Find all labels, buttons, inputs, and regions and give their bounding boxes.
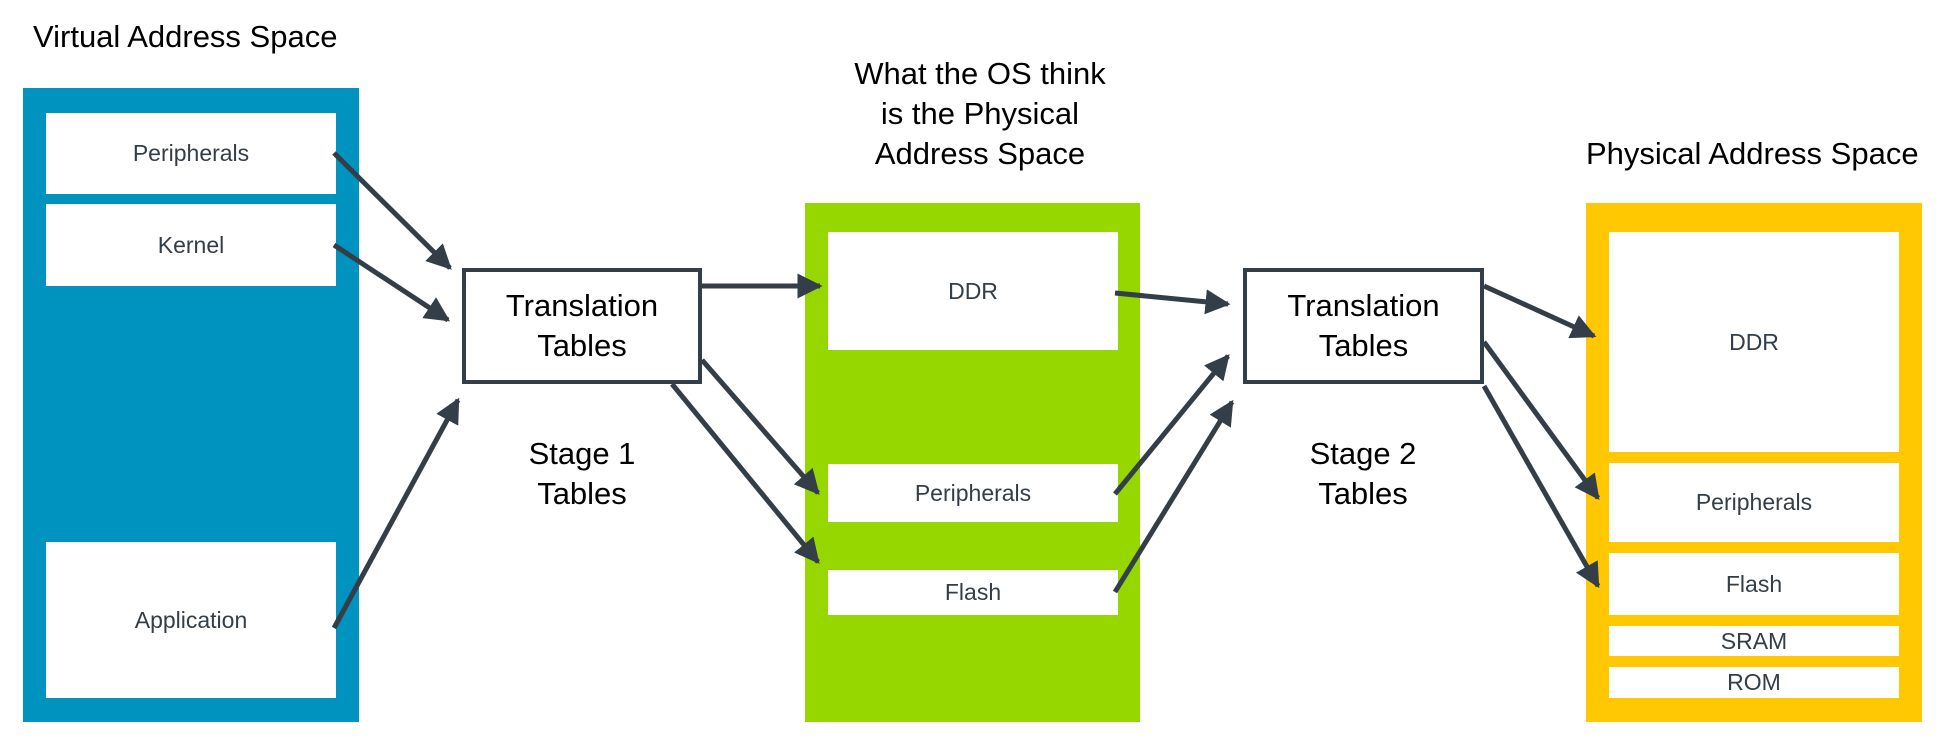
ipa-space-title: What the OS think is the Physical Addres… (835, 54, 1125, 174)
stage1-box-line-1: Translation (505, 288, 659, 323)
stage1-label: Stage 1 Tables (462, 434, 702, 514)
ipa-region-flash: Flash (828, 570, 1118, 615)
virtual-region-application: Application (46, 542, 336, 698)
stage1-translation-tables: Translation Tables (462, 268, 702, 384)
physical-address-space-title: Physical Address Space (1586, 136, 1919, 171)
stage2-label-line-2: Tables (1318, 476, 1408, 511)
physical-region-ddr: DDR (1609, 232, 1899, 452)
stage1-label-line-1: Stage 1 (528, 436, 636, 471)
arrow-stage2-to-physical-ddr (1482, 283, 1597, 339)
ipa-region-peripherals: Peripherals (828, 464, 1118, 522)
stage1-label-line-2: Tables (537, 476, 627, 511)
virtual-region-kernel: Kernel (46, 204, 336, 286)
physical-region-rom: ROM (1609, 667, 1899, 698)
stage1-box-line-2: Tables (537, 328, 627, 363)
stage2-translation-tables: Translation Tables (1243, 268, 1484, 384)
virtual-region-peripherals: Peripherals (46, 113, 336, 194)
stage2-label-line-1: Stage 2 (1309, 436, 1417, 471)
arrow-stage2-to-physical-peripherals (1481, 340, 1601, 501)
ipa-title-line-3: Address Space (874, 136, 1086, 171)
stage2-box-line-1: Translation (1287, 288, 1440, 323)
ipa-title-line-1: What the OS think (854, 56, 1106, 91)
virtual-address-space-title: Virtual Address Space (33, 19, 338, 54)
arrow-stage2-to-physical-flash (1481, 384, 1601, 589)
physical-region-peripherals: Peripherals (1609, 463, 1899, 542)
physical-region-sram: SRAM (1609, 626, 1899, 656)
stage2-box-line-2: Tables (1318, 328, 1409, 363)
stage2-label: Stage 2 Tables (1243, 434, 1483, 514)
ipa-title-line-2: is the Physical (880, 96, 1080, 131)
physical-region-flash: Flash (1609, 553, 1899, 615)
arrow-stage1-to-ipa-peripherals (700, 358, 820, 495)
ipa-region-ddr: DDR (828, 232, 1118, 350)
